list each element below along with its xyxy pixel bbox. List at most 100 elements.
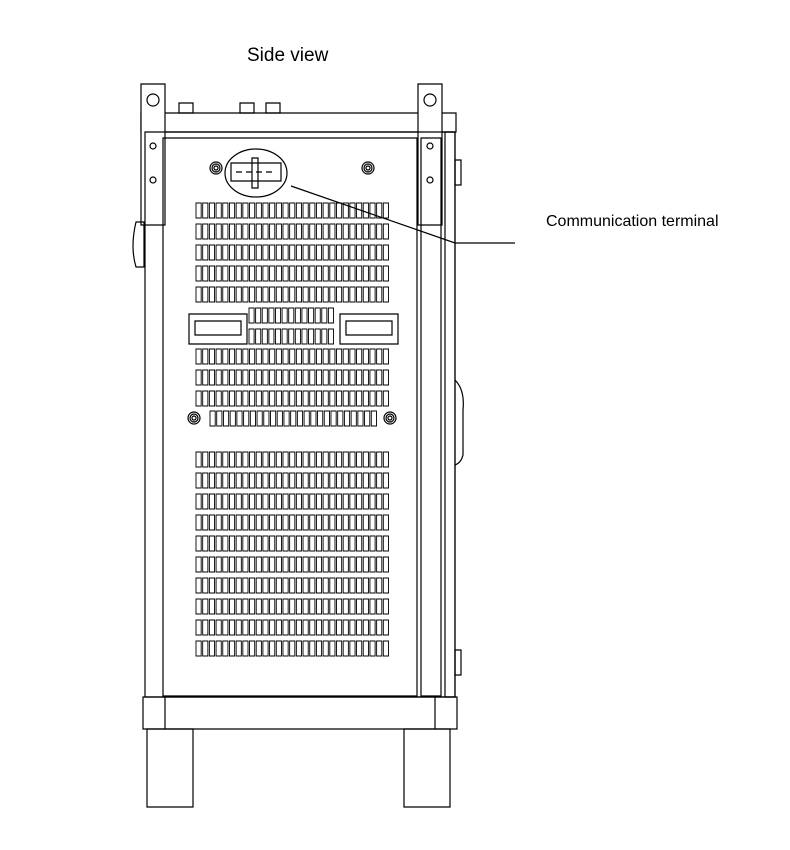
vent-slot [363, 557, 368, 572]
vent-slot [276, 245, 281, 260]
vent-slot [363, 620, 368, 635]
vent-slot [363, 266, 368, 281]
vent-slot [276, 578, 281, 593]
vent-slot [270, 391, 275, 406]
vent-slot [309, 308, 314, 323]
vent-slot [336, 536, 341, 551]
vent-slot [229, 557, 234, 572]
vent-slot [256, 266, 261, 281]
vent-slot [290, 203, 295, 218]
vent-slot [296, 599, 301, 614]
vent-slot [323, 287, 328, 302]
vent-slot [229, 536, 234, 551]
vent-slot [277, 411, 282, 426]
screw-icon [210, 162, 222, 174]
vent-slot [243, 370, 248, 385]
vent-slot [270, 557, 275, 572]
vent-slot [291, 411, 296, 426]
vent-slot [310, 245, 315, 260]
vent-slot [323, 245, 328, 260]
screw-icon [384, 412, 396, 424]
vent-slot [336, 557, 341, 572]
vent-slot [310, 287, 315, 302]
vent-slot [336, 266, 341, 281]
vent-slot [330, 599, 335, 614]
vent-slot [350, 578, 355, 593]
vent-slot [330, 370, 335, 385]
vent-slot [330, 266, 335, 281]
ventilation-slots [196, 203, 389, 656]
vent-slot [236, 515, 241, 530]
vent-slot [256, 599, 261, 614]
vent-slot [316, 349, 321, 364]
vent-slot [357, 557, 362, 572]
vent-slot [250, 515, 255, 530]
vent-slot [371, 411, 376, 426]
vent-slot [343, 203, 348, 218]
vent-slot [357, 391, 362, 406]
vent-slot [236, 578, 241, 593]
handle-slots [189, 314, 398, 344]
vent-slot [377, 266, 382, 281]
vent-slot [236, 203, 241, 218]
vent-slot [336, 578, 341, 593]
hinge-bottom [455, 650, 461, 675]
vent-slot [203, 494, 208, 509]
vent-slot [209, 266, 214, 281]
vent-slot [276, 370, 281, 385]
vent-slot [383, 620, 388, 635]
vent-slot [203, 557, 208, 572]
vent-slot [336, 620, 341, 635]
vent-slot [276, 515, 281, 530]
vent-slot [290, 473, 295, 488]
vent-slot [377, 536, 382, 551]
vent-slot [196, 557, 201, 572]
vent-slot [322, 308, 327, 323]
vent-slot [310, 391, 315, 406]
vent-slot [290, 578, 295, 593]
vent-slot [350, 599, 355, 614]
vent-slot [383, 349, 388, 364]
vent-slot [243, 494, 248, 509]
vent-slot [256, 641, 261, 656]
vent-slot [276, 620, 281, 635]
vent-slot [243, 515, 248, 530]
vent-slot [290, 349, 295, 364]
vent-slot [236, 641, 241, 656]
screw-icon [212, 164, 220, 172]
vent-slot [370, 452, 375, 467]
side-panel [163, 138, 417, 696]
vent-slot [290, 452, 295, 467]
vent-slot [357, 578, 362, 593]
vent-slot [370, 224, 375, 239]
vent-slot [336, 494, 341, 509]
vent-slot [196, 515, 201, 530]
screw-icon [188, 412, 200, 424]
vent-slot [229, 349, 234, 364]
vent-slot [370, 203, 375, 218]
vent-slot [296, 578, 301, 593]
vent-slot [223, 536, 228, 551]
vent-slot [223, 473, 228, 488]
vent-slot [263, 370, 268, 385]
vent-slot [318, 411, 323, 426]
vent-slot [262, 329, 267, 344]
vent-slot [296, 536, 301, 551]
vent-slot [303, 494, 308, 509]
vent-slot [256, 452, 261, 467]
vent-slot [283, 266, 288, 281]
vent-slot [237, 411, 242, 426]
vent-slot [263, 452, 268, 467]
vent-slot [229, 224, 234, 239]
vent-slot [363, 370, 368, 385]
vent-slot [336, 203, 341, 218]
vent-slot [236, 391, 241, 406]
vent-slot [196, 287, 201, 302]
vent-slot [263, 203, 268, 218]
vent-slot [330, 641, 335, 656]
vent-slot [223, 349, 228, 364]
vent-slot [323, 515, 328, 530]
vent-slot [383, 203, 388, 218]
vent-slot [263, 245, 268, 260]
vent-slot [383, 370, 388, 385]
